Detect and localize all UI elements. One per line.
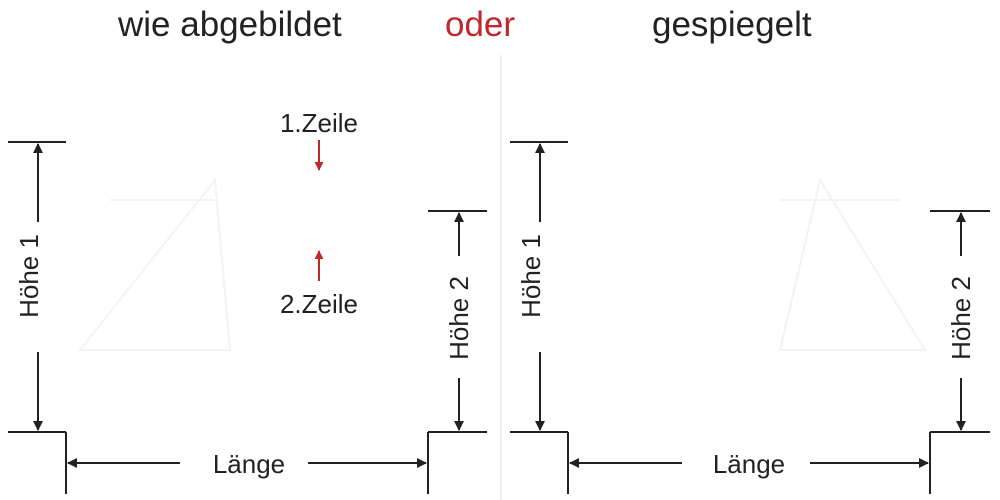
- watermark-graphic-left: [77, 177, 232, 351]
- length-label: Länge: [213, 449, 285, 479]
- heading-as-shown: wie abgebildet: [118, 5, 342, 44]
- mirrored-height2-label: Höhe 2: [946, 276, 976, 360]
- height2-label: Höhe 2: [444, 276, 474, 360]
- panel-mirrored: Höhe 1 Höhe 2 Länge: [510, 141, 990, 494]
- height1-label: Höhe 1: [14, 234, 44, 318]
- watermark-graphic-right: [778, 177, 927, 351]
- line1-label: 1.Zeile: [280, 108, 358, 138]
- line2-label: 2.Zeile: [280, 289, 358, 319]
- heading-or: oder: [445, 5, 516, 44]
- mirrored-length-label: Länge: [713, 449, 785, 479]
- heading-mirrored: gespiegelt: [652, 5, 812, 44]
- panel-as-shown: Höhe 1 Höhe 2 Länge 1.Zeile 2.Zeile: [8, 108, 487, 494]
- mirrored-height1-label: Höhe 1: [516, 234, 546, 318]
